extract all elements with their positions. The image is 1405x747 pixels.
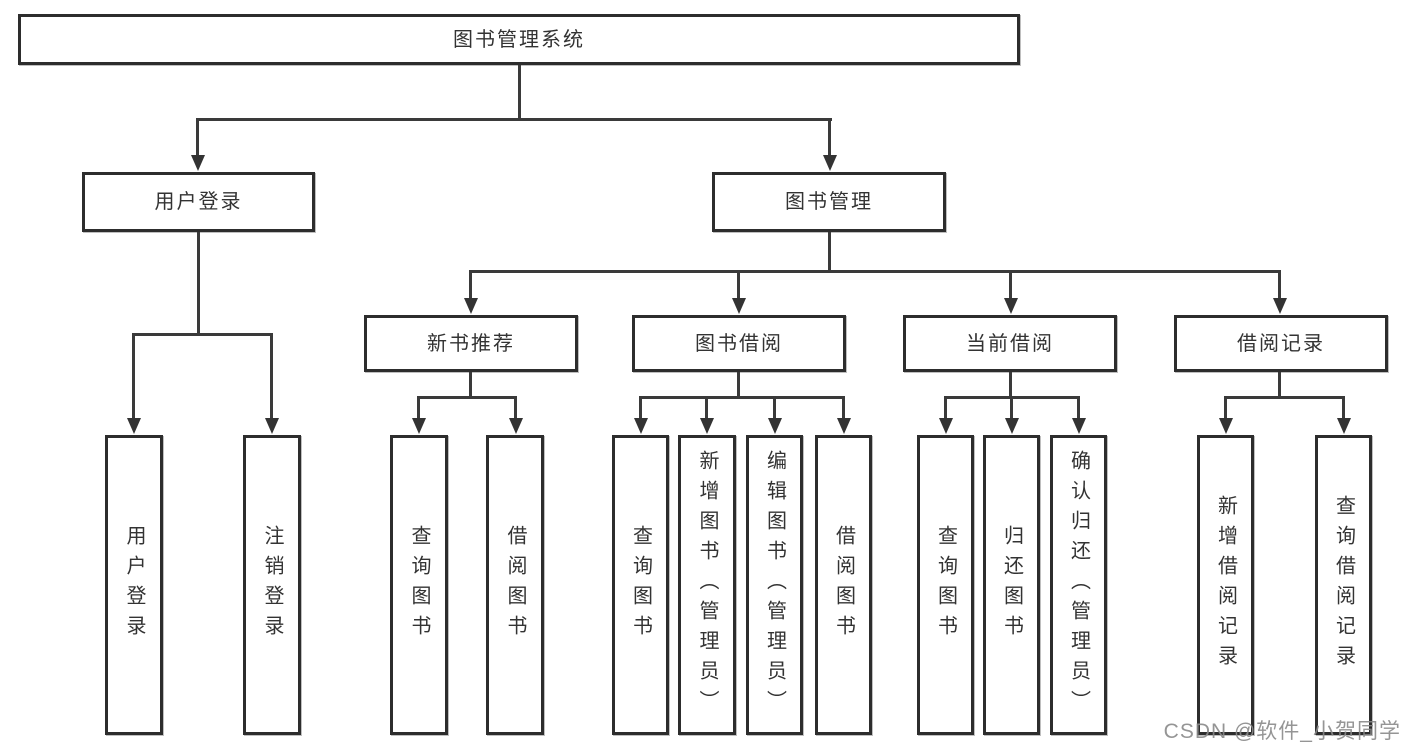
connector-vline — [842, 396, 845, 420]
arrow-down — [634, 418, 648, 434]
arrow-down — [823, 155, 837, 171]
connector-vline — [1009, 270, 1012, 300]
leaf-add-borrow-record: 新增借阅记录 — [1197, 435, 1254, 735]
arrow-down — [1072, 418, 1086, 434]
arrow-down — [464, 298, 478, 314]
arrow-down — [1273, 298, 1287, 314]
node-new-book-recommendation: 新书推荐 — [364, 315, 578, 372]
connector-vline — [1278, 270, 1281, 300]
node-book-management: 图书管理 — [712, 172, 946, 232]
arrow-down — [1004, 298, 1018, 314]
connector-vline — [639, 396, 642, 420]
leaf-confirm-return-admin: 确认归还（管理员） — [1050, 435, 1107, 735]
arrow-down — [1005, 418, 1019, 434]
arrow-down — [837, 418, 851, 434]
arrow-down — [265, 418, 279, 434]
connector-vline — [270, 333, 273, 419]
connector-vline — [197, 232, 200, 336]
arrow-down — [412, 418, 426, 434]
connector-vline — [196, 118, 199, 156]
leaf-borrow-books-recommend: 借阅图书 — [486, 435, 544, 735]
connector-vline — [1342, 396, 1345, 420]
connector-vline — [705, 396, 708, 420]
connector-vline — [469, 270, 472, 300]
leaf-query-borrow-record: 查询借阅记录 — [1315, 435, 1372, 735]
connector-hline — [469, 270, 1281, 273]
node-library-management-system: 图书管理系统 — [18, 14, 1020, 65]
leaf-query-books-current: 查询图书 — [917, 435, 974, 735]
connector-vline — [1278, 372, 1281, 399]
leaf-query-books-recommend: 查询图书 — [390, 435, 448, 735]
arrow-down — [509, 418, 523, 434]
node-current-borrowing: 当前借阅 — [903, 315, 1117, 372]
arrow-down — [768, 418, 782, 434]
leaf-edit-books-admin: 编辑图书（管理员） — [746, 435, 803, 735]
connector-vline — [417, 396, 420, 420]
connector-hline — [132, 333, 272, 336]
connector-vline — [132, 333, 135, 419]
connector-hline — [196, 118, 832, 121]
leaf-logout: 注销登录 — [243, 435, 301, 735]
connector-vline — [944, 396, 947, 420]
connector-vline — [828, 232, 831, 273]
connector-vline — [469, 372, 472, 399]
node-borrowing-records: 借阅记录 — [1174, 315, 1388, 372]
connector-vline — [773, 396, 776, 420]
leaf-query-books-borrowing: 查询图书 — [612, 435, 669, 735]
arrow-down — [1337, 418, 1351, 434]
connector-vline — [737, 372, 740, 399]
connector-hline — [417, 396, 517, 399]
leaf-return-books: 归还图书 — [983, 435, 1040, 735]
arrow-down — [1219, 418, 1233, 434]
node-user-login: 用户登录 — [82, 172, 315, 232]
connector-vline — [1077, 396, 1080, 420]
arrow-down — [732, 298, 746, 314]
connector-hline — [1224, 396, 1345, 399]
arrow-down — [127, 418, 141, 434]
leaf-borrow-books-borrowing: 借阅图书 — [815, 435, 872, 735]
connector-vline — [1009, 372, 1012, 399]
connector-vline — [518, 65, 521, 120]
connector-vline — [514, 396, 517, 420]
connector-hline — [639, 396, 845, 399]
connector-vline — [828, 118, 831, 156]
watermark: CSDN @软件_小贺同学 — [1163, 720, 1401, 743]
leaf-user-login: 用户登录 — [105, 435, 163, 735]
arrow-down — [191, 155, 205, 171]
connector-vline — [737, 270, 740, 300]
arrow-down — [700, 418, 714, 434]
node-book-borrowing: 图书借阅 — [632, 315, 846, 372]
leaf-add-books-admin: 新增图书（管理员） — [678, 435, 736, 735]
connector-vline — [1224, 396, 1227, 420]
arrow-down — [939, 418, 953, 434]
connector-vline — [1010, 396, 1013, 420]
